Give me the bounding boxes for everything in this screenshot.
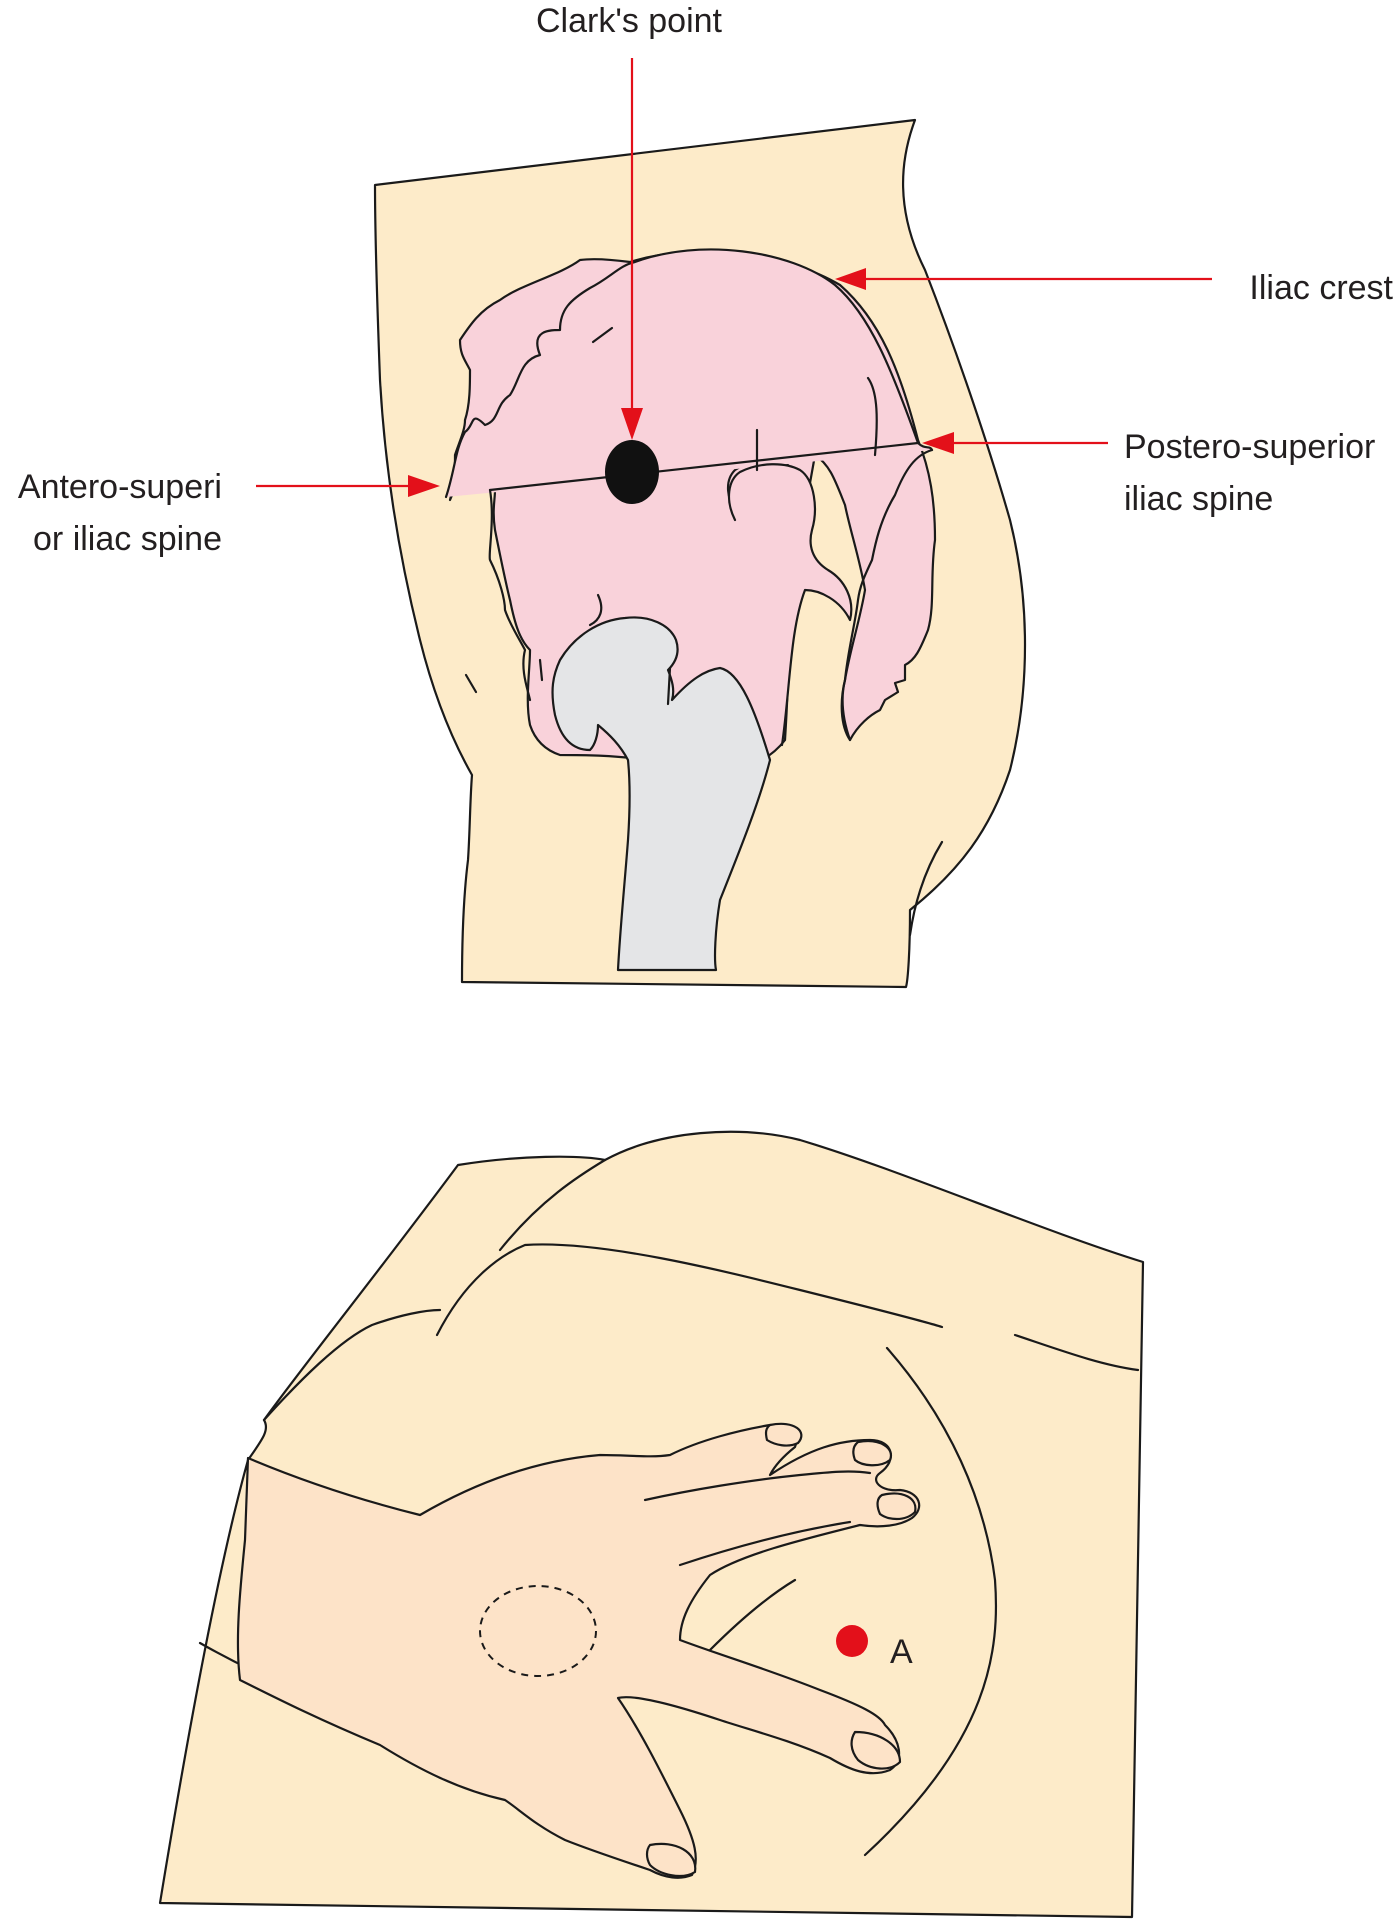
postero-superior-arrow <box>922 432 1108 454</box>
clarks-point-marker <box>605 440 659 504</box>
fingernail-little <box>645 1842 697 1878</box>
asis-psis-line <box>488 441 920 492</box>
femur-neck-line <box>666 666 672 706</box>
palm-placement-circle <box>479 1585 597 1677</box>
injection-point-a <box>836 1625 868 1657</box>
upper-contour <box>262 1308 442 1422</box>
antero-superior-label-line1: Antero-superi <box>18 468 222 506</box>
bone-mark-lower <box>588 593 603 627</box>
fingernail-ring <box>876 1492 917 1521</box>
buttock-fold-left <box>435 1243 944 1337</box>
postero-superior-label-line2: iliac spine <box>1124 480 1273 518</box>
clarks-point-arrow <box>621 58 643 440</box>
iliac-wing <box>444 248 934 499</box>
iliac-crest-label: Iliac crest <box>1249 269 1393 307</box>
hip-anatomy-figure: Clark's point Iliac crest Postero-superi… <box>18 2 1394 989</box>
fingernail-index <box>764 1422 803 1447</box>
finger-line-2 <box>678 1520 852 1567</box>
hand-placement-figure: A <box>158 1130 1145 1919</box>
fingernail-middle <box>852 1440 893 1467</box>
thumb-separation <box>708 1578 797 1652</box>
finger-line-1 <box>643 1470 872 1502</box>
femur-bone <box>551 616 772 972</box>
bone-mark-upper <box>591 326 614 344</box>
skin-crease-right <box>908 840 944 937</box>
injection-point-a-label: A <box>890 1633 913 1671</box>
iliac-crest-arrow <box>835 268 1212 290</box>
buttock-fold-right <box>1013 1333 1140 1372</box>
bone-mark-right <box>866 376 878 457</box>
postero-superior-label-line1: Postero-superior <box>1124 428 1375 466</box>
pelvis-inner-contour <box>488 488 532 702</box>
ischium-contour <box>841 448 934 742</box>
bone-mark-left <box>538 658 544 682</box>
antero-superior-label-line2: or iliac spine <box>33 520 222 558</box>
obturator-notch <box>727 463 853 747</box>
clarks-point-label: Clark's point <box>536 2 723 40</box>
gluteal-curve <box>863 1346 998 1857</box>
buttock-fold-upper <box>498 1158 607 1252</box>
skin-crease-left <box>464 673 478 694</box>
antero-superior-arrow <box>256 475 440 497</box>
fingernail-thumb <box>850 1730 902 1770</box>
